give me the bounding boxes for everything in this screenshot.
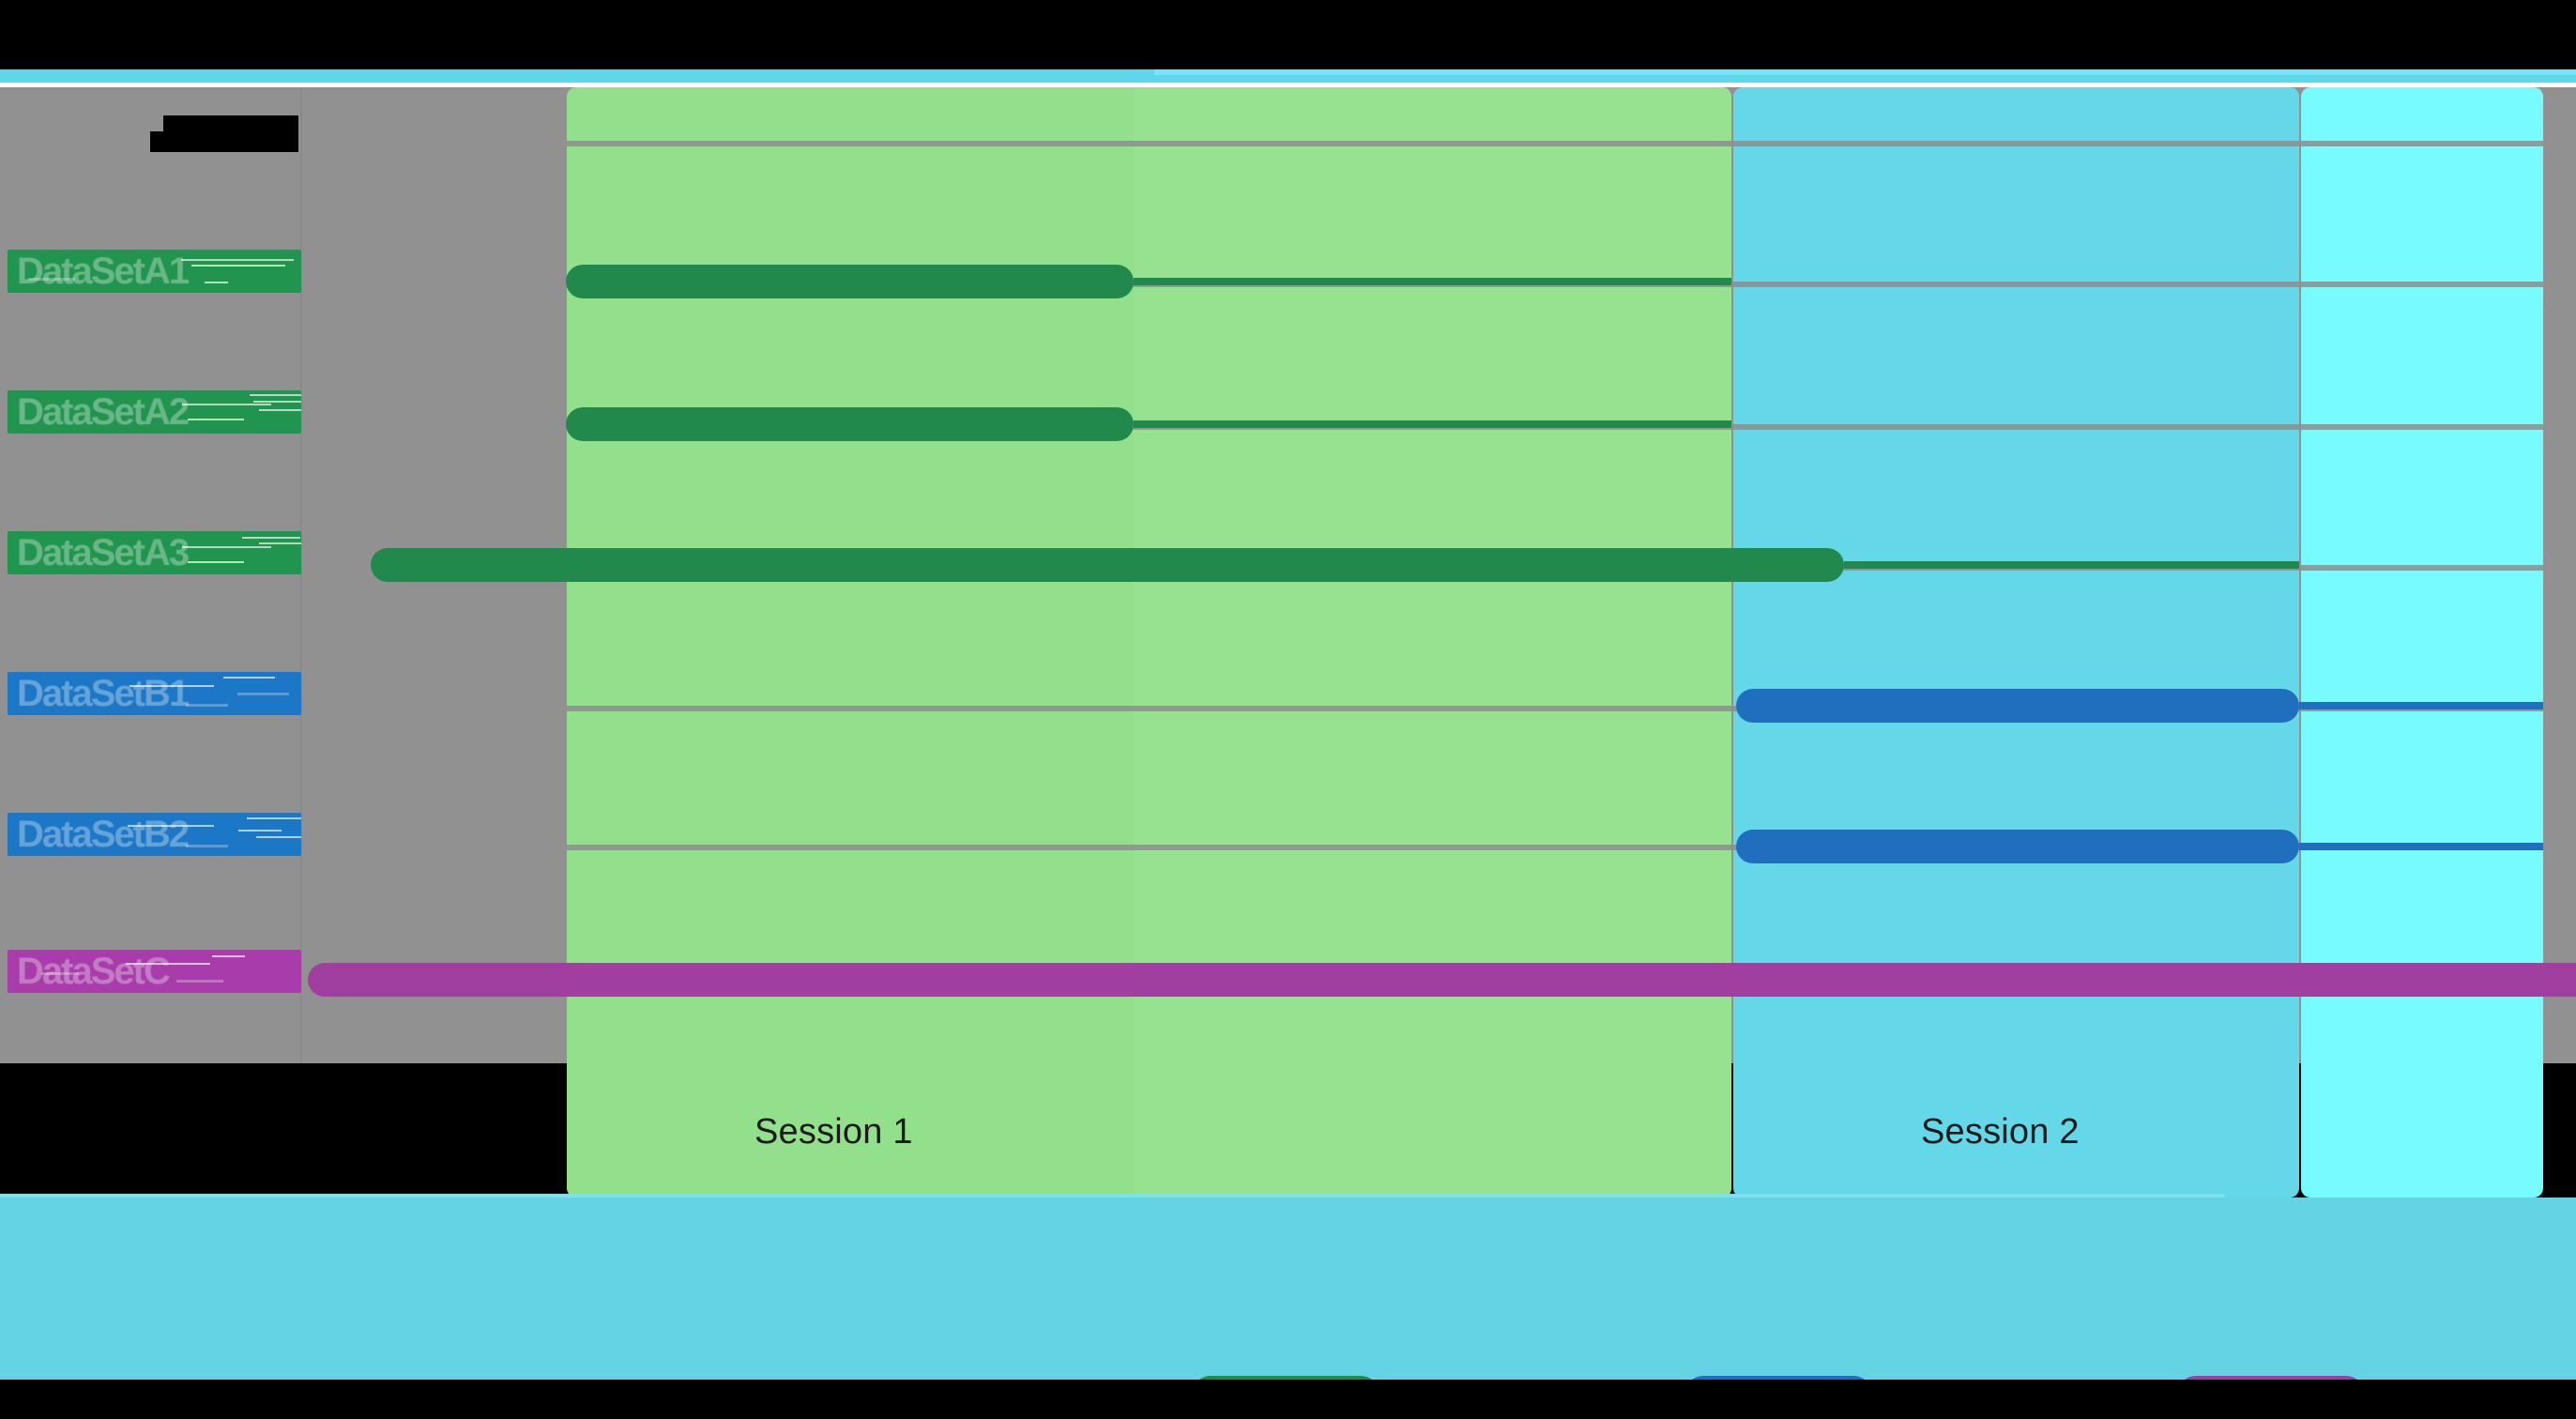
y-label-text-a2: DataSetA2 [17,391,190,433]
bar-datasetA2[interactable] [566,407,1134,441]
redacted-title-block [163,115,298,131]
session-1-label: Session 1 [755,1112,913,1152]
top-white-separator [0,83,2576,87]
footer-band [0,1198,2576,1380]
session-2-label: Session 2 [1921,1112,2080,1152]
bar-tail-datasetB2 [2299,843,2543,850]
bar-tail-datasetA1 [1134,278,1731,285]
gridline [567,706,2543,711]
gridline [567,845,2543,850]
bar-datasetA3[interactable] [371,548,1844,582]
legend-swatch-group-a[interactable] [1192,1376,1379,1413]
y-label-datasetA2[interactable]: DataSetA2 [8,390,301,434]
bar-tail-datasetA2 [1134,420,1731,428]
y-label-text-a3: DataSetA3 [17,532,190,573]
bar-datasetA1[interactable] [566,265,1134,298]
redacted-title-block-2 [150,131,298,152]
y-label-datasetB2[interactable]: DataSetB2 [8,813,301,856]
gridline [567,141,2543,146]
y-label-text-c: DataSetC [17,951,171,992]
y-label-text-b2: DataSetB2 [17,814,190,855]
y-label-datasetB1[interactable]: DataSetB1 [8,672,301,715]
y-label-datasetC[interactable]: DataSetC [8,950,301,993]
bar-datasetB2[interactable] [1736,830,2299,863]
y-axis-label-gutter [0,87,300,1063]
y-label-text-a1: DataSetA1 [17,251,190,292]
bar-tail-datasetB1 [2299,702,2543,710]
bar-tail-datasetA3 [1844,561,2299,569]
y-label-datasetA3[interactable]: DataSetA3 [8,531,301,574]
session-band-2[interactable]: Session 2 [1733,87,2299,1198]
bar-datasetB1[interactable] [1736,689,2299,723]
y-axis-divider [300,87,302,1063]
footer-separator [0,1194,2224,1198]
session-band-3[interactable] [2301,87,2543,1198]
session-band-1[interactable]: Session 1 [567,87,1731,1198]
y-label-datasetA1[interactable]: DataSetA1 [8,250,301,293]
bar-datasetC[interactable] [308,963,2576,997]
letterbox-top [0,0,2576,69]
y-label-text-b1: DataSetB1 [17,673,190,714]
top-accent-strip-right [1154,69,2576,75]
legend-swatch-group-c[interactable] [2177,1376,2365,1413]
legend-swatch-group-b[interactable] [1684,1376,1872,1413]
